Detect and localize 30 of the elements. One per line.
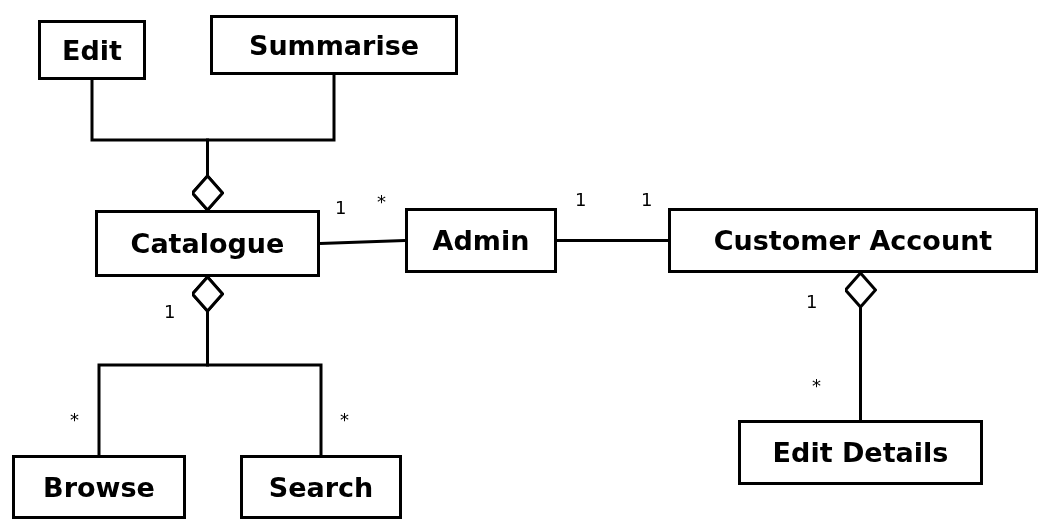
class-box (668, 208, 1038, 273)
class-box (405, 208, 557, 273)
class-name: Admin (432, 225, 530, 256)
aggregation-line (191, 75, 336, 212)
class-box (95, 210, 320, 277)
class-box (210, 15, 458, 75)
class-box (12, 455, 186, 519)
multiplicity-label: * (377, 192, 386, 212)
class-name: Summarise (248, 29, 420, 61)
multiplicity-label: * (70, 410, 79, 430)
class-box (38, 20, 146, 80)
multiplicity-label: * (812, 376, 821, 396)
multiplicity-label: 1 (575, 190, 587, 210)
class-name: Catalogue (130, 228, 285, 259)
multiplicity-label: 1 (335, 198, 347, 218)
association-line (319, 239, 406, 245)
aggregation-line (191, 275, 323, 455)
class-name: Edit (62, 34, 122, 66)
class-box (738, 420, 983, 485)
class-box (240, 455, 402, 519)
multiplicity-label: 1 (164, 302, 176, 322)
multiplicity-label: 1 (806, 292, 818, 312)
class-name: Browse (43, 471, 155, 503)
multiplicity-label: * (340, 410, 349, 430)
aggregation-line (844, 271, 877, 420)
association-line (557, 239, 668, 242)
class-name: Search (268, 471, 374, 503)
multiplicity-label: 1 (641, 190, 653, 210)
class-name: Edit Details (772, 437, 949, 468)
class-name: Customer Account (713, 225, 993, 256)
